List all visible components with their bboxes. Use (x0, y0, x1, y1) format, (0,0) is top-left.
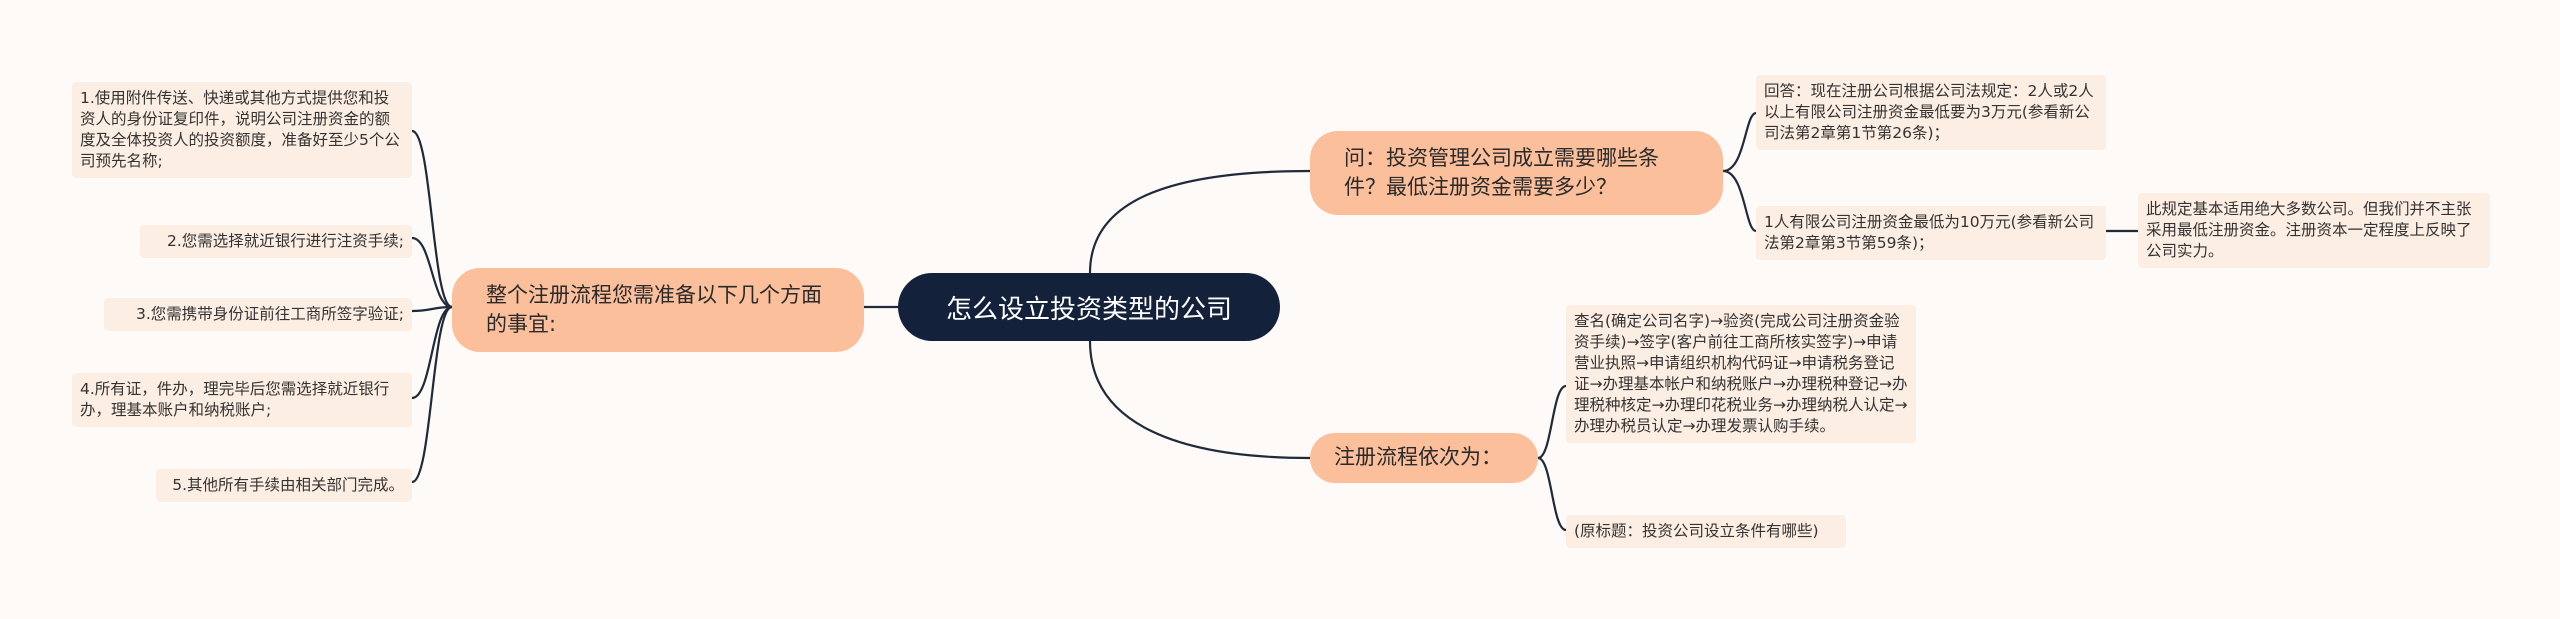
leaf-prep-item-1[interactable]: 1.使用附件传送、快递或其他方式提供您和投资人的身份证复印件，说明公司注册资金的… (72, 82, 412, 178)
link-root-right-top (1088, 169, 1312, 275)
leaf-prep-item-3[interactable]: 3.您需携带身份证前往工商所签字验证; (104, 298, 412, 331)
leaf-answer-1[interactable]: 回答：现在注册公司根据公司法规定：2人或2人以上有限公司注册资金最低要为3万元(… (1756, 75, 2106, 150)
link-right-bottom-steps (1536, 384, 1568, 460)
leaf-answer-2[interactable]: 1人有限公司注册资金最低为10万元(参看新公司法第2章第3节第59条)； (1756, 206, 2106, 260)
branch-process-label: 注册流程依次为： (1334, 445, 1502, 469)
link-left-item4 (410, 305, 454, 400)
leaf-prep-item-2[interactable]: 2.您需选择就近银行进行注资手续; (140, 225, 412, 258)
branch-question[interactable]: 问：投资管理公司成立需要哪些条件？最低注册资金需要多少？ (1310, 131, 1723, 215)
leaf-source-note-text: (原标题：投资公司设立条件有哪些) (1574, 522, 1819, 540)
root-node[interactable]: 怎么设立投资类型的公司 (898, 273, 1280, 341)
branch-preparation-label: 整个注册流程您需准备以下几个方面的事宜: (486, 283, 822, 336)
leaf-answer-2-note-text: 此规定基本适用绝大多数公司。但我们并不主张采用最低注册资金。注册资本一定程度上反… (2146, 200, 2472, 260)
leaf-answer-2-text: 1人有限公司注册资金最低为10万元(参看新公司法第2章第3节第59条)； (1764, 213, 2095, 252)
leaf-prep-item-3-text: 3.您需携带身份证前往工商所签字验证; (135, 305, 404, 323)
link-right-bottom-source (1536, 456, 1568, 532)
link-right-top-answer1 (1721, 111, 1758, 173)
link-root-right-bottom (1088, 339, 1312, 460)
leaf-prep-item-4[interactable]: 4.所有证，件办，理完毕后您需选择就近银行办，理基本账户和纳税账户; (72, 373, 412, 427)
branch-question-label: 问：投资管理公司成立需要哪些条件？最低注册资金需要多少？ (1344, 146, 1659, 199)
branch-process[interactable]: 注册流程依次为： (1310, 433, 1538, 483)
link-right-top-answer2 (1721, 169, 1758, 233)
leaf-process-steps-text: 查名(确定公司名字)→验资(完成公司注册资金验资手续)→签字(客户前往工商所核实… (1574, 312, 1908, 435)
leaf-answer-2-note[interactable]: 此规定基本适用绝大多数公司。但我们并不主张采用最低注册资金。注册资本一定程度上反… (2138, 193, 2490, 268)
link-left-item3 (410, 305, 454, 313)
leaf-answer-1-text: 回答：现在注册公司根据公司法规定：2人或2人以上有限公司注册资金最低要为3万元(… (1764, 82, 2094, 142)
leaf-prep-item-5[interactable]: 5.其他所有手续由相关部门完成。 (156, 469, 412, 502)
leaf-prep-item-2-text: 2.您需选择就近银行进行注资手续; (166, 232, 404, 250)
branch-preparation[interactable]: 整个注册流程您需准备以下几个方面的事宜: (452, 268, 864, 352)
leaf-prep-item-5-text: 5.其他所有手续由相关部门完成。 (172, 476, 404, 494)
link-left-item5 (410, 305, 454, 484)
leaf-prep-item-4-text: 4.所有证，件办，理完毕后您需选择就近银行办，理基本账户和纳税账户; (80, 380, 390, 419)
link-left-item2 (410, 236, 454, 309)
leaf-source-note[interactable]: (原标题：投资公司设立条件有哪些) (1566, 515, 1846, 548)
leaf-process-steps[interactable]: 查名(确定公司名字)→验资(完成公司注册资金验资手续)→签字(客户前往工商所核实… (1566, 305, 1916, 443)
leaf-prep-item-1-text: 1.使用附件传送、快递或其他方式提供您和投资人的身份证复印件，说明公司注册资金的… (80, 89, 400, 170)
link-left-item1 (410, 129, 454, 309)
